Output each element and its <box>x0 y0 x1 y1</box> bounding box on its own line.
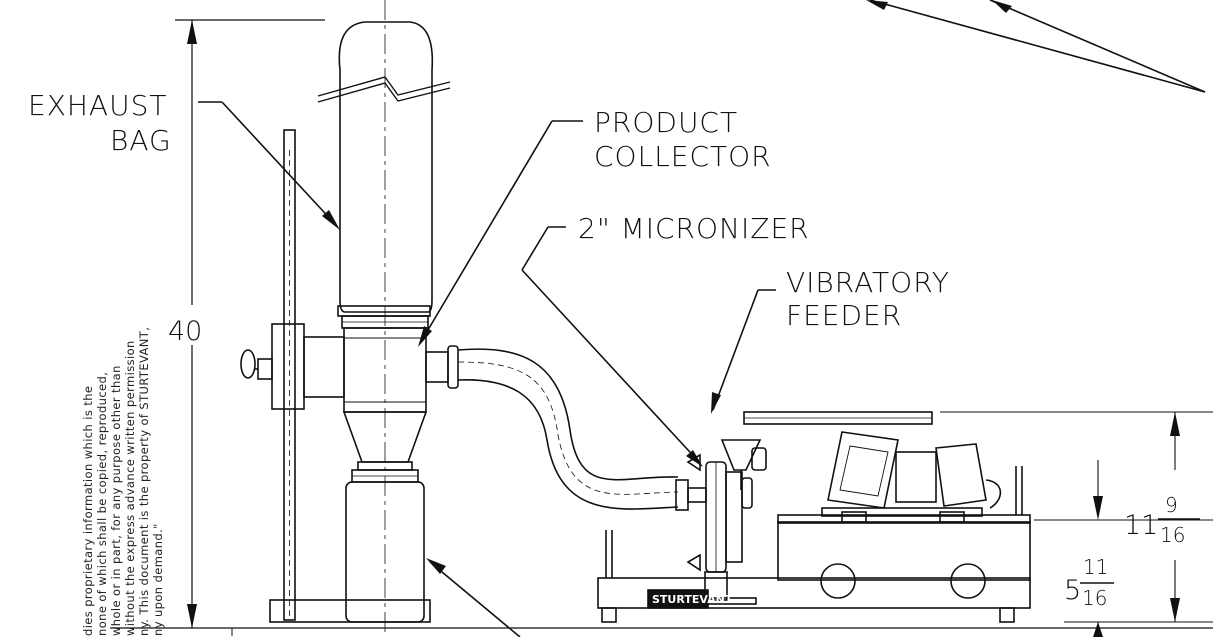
base-height-whole: 5 <box>1064 575 1081 606</box>
feeder-height-whole: 11 <box>1124 510 1158 541</box>
dimension-feeder <box>940 411 1213 637</box>
feeder-height-num: 9 <box>1165 493 1178 517</box>
exhaust-bag <box>317 21 451 329</box>
feeder-base: STURTEVANT. <box>597 466 1031 623</box>
notice-line-1: dies proprietary information which is th… <box>81 386 95 636</box>
vibratory-feeder <box>743 411 1002 523</box>
leader-jar <box>426 558 521 637</box>
micronizer <box>679 439 767 605</box>
leader-exhaust <box>198 101 340 230</box>
notice-line-5: ny. This document is the property of STU… <box>137 327 151 636</box>
proprietary-notice: dies proprietary information which is th… <box>81 327 165 636</box>
dimension-40-label: 40 <box>168 316 202 347</box>
label-product-line2: COLLECTOR <box>594 140 772 173</box>
leader-top-right <box>866 0 1206 93</box>
feeder-height-den: 16 <box>1160 523 1185 547</box>
leader-micronizer <box>521 226 703 467</box>
dimension-40 <box>175 19 325 628</box>
label-product-line1: PRODUCT <box>594 106 738 139</box>
base-height-num: 11 <box>1083 555 1108 579</box>
product-collector <box>342 0 428 637</box>
label-feeder-line1: VIBRATORY <box>786 266 950 299</box>
notice-line-6: ny upon demand." <box>151 523 165 636</box>
base-height-den: 16 <box>1082 586 1107 610</box>
support-stand <box>240 129 431 623</box>
leader-feeder <box>711 289 776 414</box>
label-exhaust-line2: BAG <box>110 124 172 157</box>
label-feeder-line2: FEEDER <box>786 299 902 332</box>
notice-line-4: without the express advance written perm… <box>123 340 137 636</box>
notice-line-2: none of which shall be copied, reproduce… <box>95 372 109 636</box>
label-micronizer: 2" MICRONIZER <box>578 212 810 245</box>
transfer-hose <box>425 345 707 511</box>
label-exhaust-line1: EXHAUST <box>28 89 167 122</box>
brand-plate: STURTEVANT. <box>652 593 735 606</box>
callout-labels: EXHAUST BAG PRODUCT COLLECTOR 2" MICRONI… <box>28 89 950 332</box>
notice-line-3: whole or in part, for any purpose other … <box>109 365 123 636</box>
leader-product <box>418 120 583 347</box>
